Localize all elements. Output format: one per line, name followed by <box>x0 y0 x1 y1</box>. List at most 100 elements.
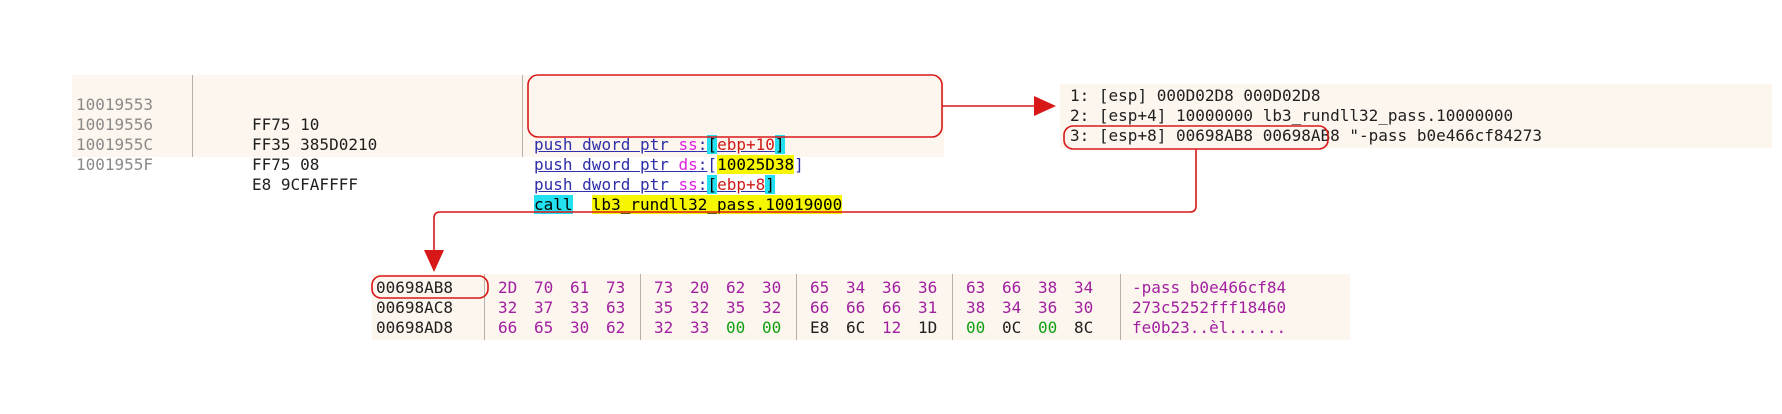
operand: ebp+10 <box>717 135 775 154</box>
operand-size: dword ptr <box>582 175 669 194</box>
dump-byte: 30 <box>570 318 590 337</box>
segment: ss <box>678 135 698 154</box>
column-separator <box>484 274 485 340</box>
stack-panel: 1: [esp] 000D02D8 000D02D8 2: [esp+4] 10… <box>1060 84 1772 148</box>
disasm-instruction: push dword ptr ss:[ebp+8] <box>534 175 775 194</box>
disasm-bytes: FF75 10 <box>252 115 320 134</box>
dump-address: 00698AC8 <box>376 298 454 317</box>
mnemonic: call <box>534 195 573 214</box>
dump-byte: 34 <box>1074 278 1094 297</box>
dump-byte: 36 <box>882 278 902 297</box>
dump-byte: 34 <box>1002 298 1022 317</box>
dump-byte: 66 <box>1002 278 1022 297</box>
dump-byte: 33 <box>570 298 590 317</box>
dump-byte: 66 <box>846 298 866 317</box>
dump-byte: 32 <box>762 298 782 317</box>
disasm-bytes: FF35 385D0210 <box>252 135 378 154</box>
mnemonic: push <box>534 175 573 194</box>
disasm-row[interactable]: 1001955C FF75 08 push dword ptr ss:[ebp+… <box>72 115 775 194</box>
stack-row[interactable]: 2: [esp+4] 10000000 lb3_rundll32_pass.10… <box>1070 106 1513 126</box>
dump-byte: 30 <box>762 278 782 297</box>
dump-byte: 73 <box>606 278 626 297</box>
stack-index: 3: <box>1070 126 1090 145</box>
operand: 10025D38 <box>717 155 795 174</box>
dump-byte: 38 <box>1038 278 1058 297</box>
dump-byte: 70 <box>534 278 554 297</box>
column-separator <box>796 274 797 340</box>
stack-ref: [esp] <box>1098 86 1148 105</box>
dump-byte: 32 <box>690 298 710 317</box>
dump-byte: 36 <box>918 278 938 297</box>
dump-byte: 2D <box>498 278 518 297</box>
dump-byte: 00 <box>1038 318 1058 337</box>
operand-size: dword ptr <box>582 135 669 154</box>
dump-byte: 65 <box>810 278 830 297</box>
mnemonic: push <box>534 135 573 154</box>
stack-value: 000D02D8 <box>1156 86 1234 105</box>
column-separator <box>192 75 193 157</box>
dump-byte: 33 <box>690 318 710 337</box>
dump-ascii: 273c5252fff18460 <box>1132 298 1287 317</box>
mnemonic: push <box>534 155 573 174</box>
call-target: lb3_rundll32_pass.10019000 <box>591 195 843 214</box>
disasm-instruction: call lb3_rundll32_pass.10019000 <box>534 195 843 215</box>
dump-byte: 12 <box>882 318 902 337</box>
dump-byte: 20 <box>690 278 710 297</box>
operand-size: dword ptr <box>582 155 669 174</box>
stack-index: 1: <box>1070 86 1090 105</box>
disassembly-panel: 10019553 FF75 10 push dword ptr ss:[ebp+… <box>72 75 944 214</box>
dump-byte: 63 <box>606 298 626 317</box>
dump-byte: 0C <box>1002 318 1022 337</box>
stack-ref: [esp+4] <box>1098 106 1167 125</box>
segment: ss <box>678 175 698 194</box>
arrow-head <box>1034 96 1056 116</box>
stack-row[interactable]: 3: [esp+8] 00698AB8 00698AB8 "-pass b0e4… <box>1070 126 1542 146</box>
disasm-row[interactable]: 10019556 FF35 385D0210 push dword ptr ds… <box>72 95 804 174</box>
dump-byte: 6C <box>846 318 866 337</box>
stack-index: 2: <box>1070 106 1090 125</box>
dump-byte: 66 <box>810 298 830 317</box>
disasm-instruction: push dword ptr ds:[10025D38] <box>534 155 804 174</box>
disasm-address: 10019553 <box>76 95 154 114</box>
dump-byte: 1D <box>918 318 938 337</box>
dump-byte: 00 <box>762 318 782 337</box>
column-separator <box>522 75 523 157</box>
dump-byte: 35 <box>726 298 746 317</box>
dump-byte: 8C <box>1074 318 1094 337</box>
dump-byte: 34 <box>846 278 866 297</box>
dump-byte: 66 <box>882 298 902 317</box>
dump-byte: 31 <box>918 298 938 317</box>
operand: ebp+8 <box>717 175 766 194</box>
dump-ascii: fe0b23..èl...... <box>1132 318 1287 337</box>
stack-comment: 00698AB8 "-pass b0e466cf84273 <box>1262 126 1543 145</box>
dump-byte: 32 <box>498 298 518 317</box>
dump-address: 00698AB8 <box>376 278 454 297</box>
stack-comment: 000D02D8 <box>1243 86 1321 105</box>
stack-comment: lb3_rundll32_pass.10000000 <box>1262 106 1514 125</box>
disasm-address: 10019556 <box>76 115 154 134</box>
disasm-row[interactable]: 1001955F E8 9CFAFFFF call lb3_rundll32_p… <box>72 135 843 214</box>
dump-byte: 66 <box>498 318 518 337</box>
stack-row[interactable]: 1: [esp] 000D02D8 000D02D8 <box>1070 86 1320 106</box>
stack-value: 00698AB8 <box>1175 126 1254 145</box>
stack-ref: [esp+8] <box>1098 126 1167 145</box>
dump-byte: 00 <box>966 318 986 337</box>
dump-byte: 62 <box>606 318 626 337</box>
disasm-row[interactable]: 10019553 FF75 10 push dword ptr ss:[ebp+… <box>72 75 785 154</box>
dump-address: 00698AD8 <box>376 318 454 337</box>
dump-byte: 36 <box>1038 298 1058 317</box>
dump-byte: 30 <box>1074 298 1094 317</box>
column-separator <box>1120 274 1121 340</box>
dump-byte: 32 <box>654 318 674 337</box>
dump-byte: 65 <box>534 318 554 337</box>
dump-ascii: -pass b0e466cf84 <box>1132 278 1287 297</box>
dump-byte: 38 <box>966 298 986 317</box>
dump-byte: 61 <box>570 278 590 297</box>
dump-byte: 63 <box>966 278 986 297</box>
disasm-address: 1001955C <box>76 135 154 154</box>
arrow-head <box>424 250 444 272</box>
disasm-bytes: E8 9CFAFFFF <box>252 175 358 194</box>
dump-byte: 37 <box>534 298 554 317</box>
